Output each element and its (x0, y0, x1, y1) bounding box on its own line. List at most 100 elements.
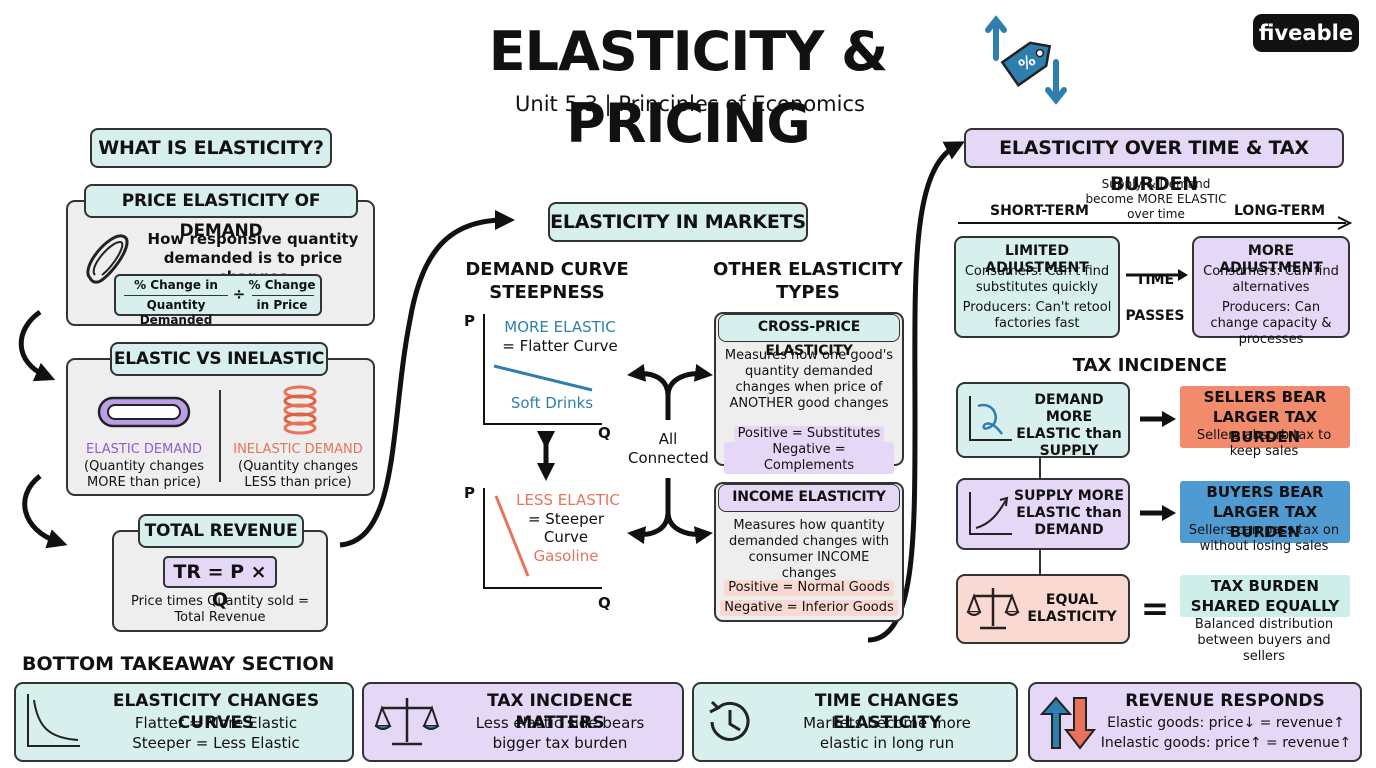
formula-denominator-right: in Price (256, 298, 308, 312)
more-adjustment-box (1192, 236, 1350, 338)
rubber-band-icon (86, 234, 129, 284)
inferior-goods-tag: Negative = Inferior Goods (720, 600, 898, 616)
less-elastic-label: LESS ELASTIC (516, 491, 620, 509)
tr-heading: TOTAL REVENUE (138, 514, 304, 548)
income-signs: Positive = Normal Goods Negative = Infer… (720, 576, 898, 616)
stretched-band-icon (97, 396, 191, 428)
demand-more-elastic-label: DEMAND MORE ELASTIC than SUPPLY (1016, 392, 1122, 459)
takeaway-revenue-line1: Elastic goods: price↓ = revenue↑ (1107, 715, 1345, 731)
takeaway-revenue-line2: Inelastic goods: price↑ = revenue↑ (1100, 735, 1352, 751)
elastic-demand-desc: (Quantity changes MORE than price) (84, 459, 204, 490)
substitutes-tag: Positive = Substitutes (733, 426, 885, 442)
demand-curve-steepness-title: DEMAND CURVE STEEPNESS (465, 259, 629, 303)
limited-adjustment-box (954, 236, 1120, 338)
fiveable-logo: fiveable (1253, 14, 1359, 52)
time-tax-heading: ELASTICITY OVER TIME & TAX BURDEN (964, 128, 1344, 195)
gasoline-label: Gasoline (533, 547, 599, 565)
cross-price-heading: CROSS-PRICE ELASTICITY (718, 314, 900, 359)
shared-equally-result: TAX BURDEN SHARED EQUALLY (1180, 575, 1350, 617)
chart2-q-axis: Q (598, 594, 611, 612)
flatter-demand-chart (483, 314, 602, 425)
other-elasticity-types-title: OTHER ELASTICITY TYPES (713, 259, 903, 303)
more-consumers: Consumers: Can find alternatives (1203, 264, 1339, 295)
limited-consumers: Consumers: Can't find substitutes quickl… (964, 264, 1110, 295)
spring-icon (283, 385, 317, 435)
sellers-bear-tag: SELLERS BEAR LARGER TAX BURDEN (1180, 386, 1350, 448)
takeaway-curves-line2: Steeper = Less Elastic (132, 734, 300, 752)
page-title: ELASTICITY & PRICING (488, 20, 888, 155)
equal-elasticity-box (956, 574, 1130, 644)
takeaway-tax-line1: Less elastic side bears (475, 714, 645, 732)
stretch-chart-icon (969, 396, 1012, 441)
formula-divide: ÷ (232, 285, 246, 303)
chart2-p-axis: P (464, 484, 475, 502)
takeaway-card-time (692, 682, 1018, 762)
buyers-bear-desc: Sellers can pass tax on without losing s… (1188, 523, 1340, 554)
clock-icon (709, 700, 750, 741)
complements-tag: Negative = Complements (724, 442, 894, 474)
takeaway-card-curves (14, 682, 354, 762)
formula-denominator-left: Quantity Demanded (139, 298, 213, 327)
takeaway-time-title: TIME CHANGES ELASTICITY (814, 691, 960, 733)
cross-price-signs: Positive = Substitutes Negative = Comple… (724, 422, 894, 474)
buyers-bear-tag: BUYERS BEAR LARGER TAX BURDEN (1180, 481, 1350, 543)
fraction-line-left (124, 295, 228, 296)
takeaway-time-line2: elastic in long run (819, 734, 955, 752)
shared-equally-desc: Balanced distribution between buyers and… (1194, 617, 1334, 664)
fraction-line-right (252, 295, 314, 296)
row2-arrow (1140, 505, 1176, 521)
supply-more-elastic-label: SUPPLY MORE ELASTIC than DEMAND (1014, 488, 1124, 538)
buyers-bear-result: BUYERS BEAR LARGER TAX BURDEN (1180, 481, 1350, 543)
income-description: Measures how quantity demanded changes w… (728, 518, 890, 581)
formula-numerator-right: % Change (248, 278, 316, 292)
sellers-bear-desc: Sellers absorb tax to keep sales (1196, 428, 1332, 459)
flatter-demand-line (493, 364, 593, 392)
tr-formula: TR = P × Q (163, 556, 277, 611)
shared-equally-tag: TAX BURDEN SHARED EQUALLY (1180, 575, 1350, 617)
evi-heading: ELASTIC VS INELASTIC (110, 342, 328, 376)
soft-drinks-label: Soft Drinks (510, 394, 594, 412)
up-down-arrows-icon (1039, 696, 1097, 750)
demand-more-elastic-box (956, 382, 1130, 458)
elastic-demand-label: ELASTIC DEMAND (86, 442, 202, 457)
takeaway-card-tax (362, 682, 684, 762)
limited-producers: Producers: Can't retool factories fast (962, 300, 1112, 331)
takeaway-curves-line1: Flatter = More Elastic (134, 714, 298, 732)
short-term-label: SHORT-TERM (990, 203, 1089, 219)
row1-arrow (1140, 411, 1176, 427)
takeaway-revenue-title: REVENUE RESPONDS (1125, 691, 1325, 711)
time-passes-label: TIME PASSES (1125, 272, 1185, 324)
takeaway-curves-title: ELASTICITY CHANGES CURVES (112, 691, 320, 733)
income-heading: INCOME ELASTICITY (718, 484, 900, 512)
timeline-note: Supply & Demand become MORE ELASTIC over… (1085, 177, 1227, 221)
price-tag-icon: % (985, 15, 1067, 105)
balance-scale-icon-bottom (374, 698, 440, 746)
supply-more-elastic-box (956, 478, 1130, 550)
elasticity-in-markets-heading: ELASTICITY IN MARKETS (548, 202, 808, 242)
long-term-label: LONG-TERM (1234, 203, 1326, 219)
page-subtitle: Unit 5.3 | Principles of Economics (515, 92, 865, 116)
more-elastic-label: MORE ELASTIC (504, 318, 616, 336)
more-producers: Producers: Can change capacity & process… (1210, 300, 1332, 347)
inelastic-demand-label: INELASTIC DEMAND (233, 442, 363, 457)
tax-incidence-heading: TAX INCIDENCE (1072, 355, 1228, 376)
equal-elasticity-label: EQUAL ELASTICITY (1027, 592, 1117, 625)
steeper-demand-line (494, 495, 530, 577)
normal-goods-tag: Positive = Normal Goods (724, 580, 894, 596)
cross-price-description: Measures how one good's quantity demande… (724, 348, 894, 411)
takeaway-tax-title: TAX INCIDENCE MATTERS (487, 691, 633, 733)
limited-adjustment-title: LIMITED ADJUSTMENT (985, 243, 1089, 276)
rising-chart-icon (969, 492, 1012, 535)
balance-scale-icon (966, 588, 1020, 630)
tr-description: Price times Quantity sold = Total Revenu… (130, 594, 310, 625)
equals-sign: = (1140, 589, 1170, 629)
flatter-curve-label: = Flatter Curve (502, 337, 618, 355)
steeper-demand-chart (483, 488, 602, 589)
evi-divider (219, 390, 221, 482)
sellers-bear-result: SELLERS BEAR LARGER TAX BURDEN (1180, 386, 1350, 448)
all-connected-label: All Connected (628, 430, 709, 467)
what-is-elasticity-heading: WHAT IS ELASTICITY? (90, 128, 332, 168)
curve-chart-icon (27, 694, 80, 747)
